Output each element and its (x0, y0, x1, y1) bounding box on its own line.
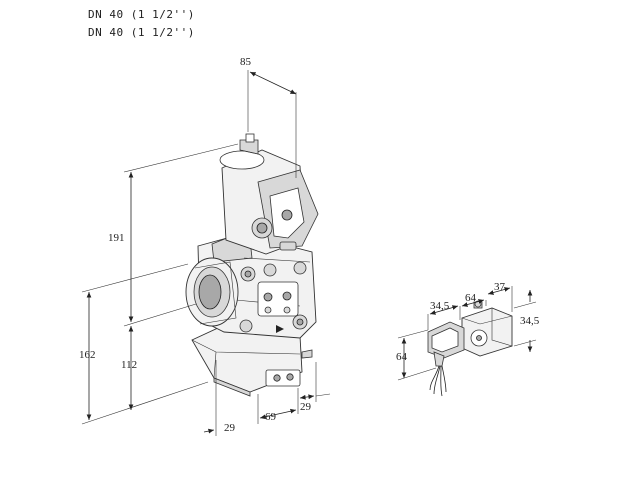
dim-connector-w3: 37 (494, 281, 506, 293)
connector-drawing: 34,5 64 37 34,5 64 (396, 281, 540, 397)
dim-bottom-mid: 69 (265, 411, 277, 423)
header-title-line-2: DN 40 (1 1/2'') (88, 26, 195, 39)
header-title-line-1: DN 40 (1 1/2'') (88, 8, 195, 21)
dim-height-total: 162 (79, 349, 96, 361)
main-dimension-lines: 85 191 162 112 29 69 29 (79, 56, 331, 436)
control-block (257, 281, 299, 317)
dim-connector-h-right: 34,5 (520, 315, 540, 327)
side-nozzle (301, 349, 313, 359)
dim-connector-h-left: 64 (396, 351, 408, 363)
dim-height-upper: 191 (108, 232, 125, 244)
dim-connector-w2: 64 (465, 292, 477, 304)
valve-drawing (185, 133, 319, 397)
dim-bottom-right: 29 (300, 401, 312, 413)
dim-connector-w1: 34,5 (430, 300, 450, 312)
base-plate (265, 369, 301, 387)
dim-height-lower: 112 (121, 359, 137, 371)
dim-width-top: 85 (240, 56, 252, 68)
dim-bottom-left: 29 (224, 422, 236, 434)
